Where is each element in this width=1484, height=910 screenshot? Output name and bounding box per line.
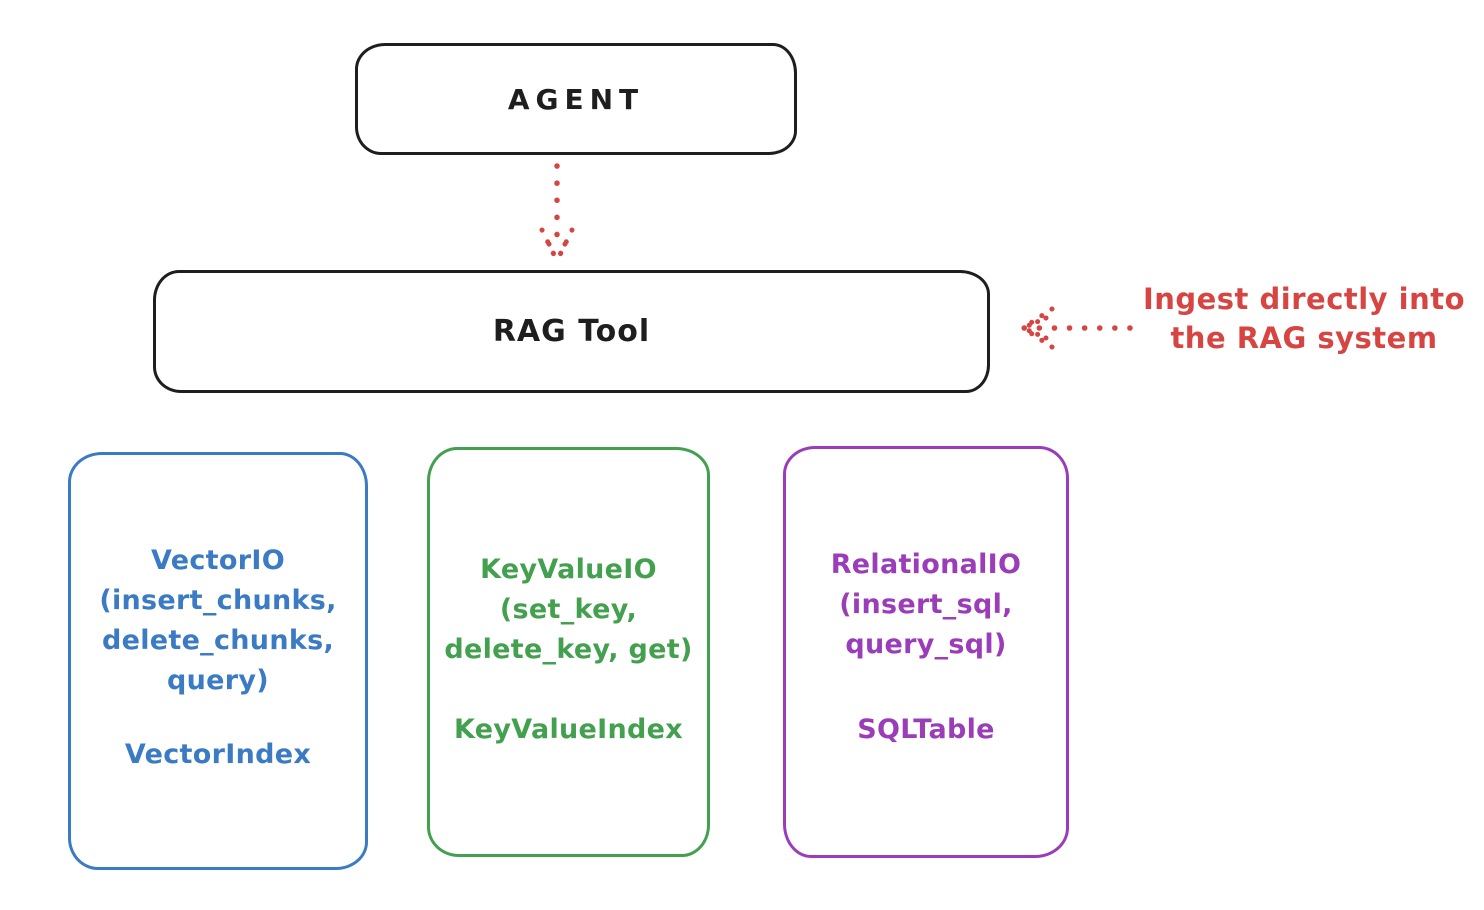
box-line: RelationalIO <box>830 549 1022 580</box>
storage-box-vector-io: VectorIO (insert_chunks, delete_chunks, … <box>68 452 368 870</box>
storage-box-key-value-io: KeyValueIO (set_key, delete_key, get) Ke… <box>427 447 710 857</box>
dotted-arrow-left-icon <box>1020 306 1133 350</box>
arrowhead-right <box>554 227 575 264</box>
index-label: SQLTable <box>857 714 995 745</box>
box-line: delete_chunks, <box>101 625 335 656</box>
agent-label: AGENT <box>507 82 645 116</box>
dotted-arrow-down-icon <box>539 163 575 264</box>
index-label: VectorIndex <box>124 739 312 770</box>
arrowhead-inner-right <box>554 241 568 264</box>
box-line: KeyValueIO <box>480 554 657 585</box>
agent-box: AGENT <box>355 43 797 155</box>
box-line: delete_key, get) <box>444 634 693 665</box>
storage-box-relational-io: RelationalIO (insert_sql, query_sql) SQL… <box>783 446 1069 858</box>
rag-tool-box: RAG Tool <box>153 270 990 393</box>
storage-box-text: RelationalIO (insert_sql, query_sql) SQL… <box>786 449 1066 750</box>
rag-tool-label: RAG Tool <box>492 314 651 349</box>
box-line: query) <box>167 665 269 696</box>
box-line: (set_key, <box>499 594 638 625</box>
arrowhead-left <box>539 227 560 264</box>
annotation-line-2: the RAG system <box>1170 321 1438 355</box>
box-line: VectorIO <box>151 545 285 576</box>
arrowhead-inner-left <box>546 241 560 264</box>
index-label: KeyValueIndex <box>453 714 683 745</box>
box-line: (insert_sql, <box>839 589 1013 620</box>
ingest-annotation: Ingest directly into the RAG system <box>1130 280 1478 358</box>
box-line: (insert_chunks, <box>99 585 337 616</box>
box-line: query_sql) <box>845 629 1007 660</box>
storage-box-text: VectorIO (insert_chunks, delete_chunks, … <box>71 455 365 775</box>
annotation-line-1: Ingest directly into <box>1142 282 1466 316</box>
storage-box-text: KeyValueIO (set_key, delete_key, get) Ke… <box>430 450 707 750</box>
